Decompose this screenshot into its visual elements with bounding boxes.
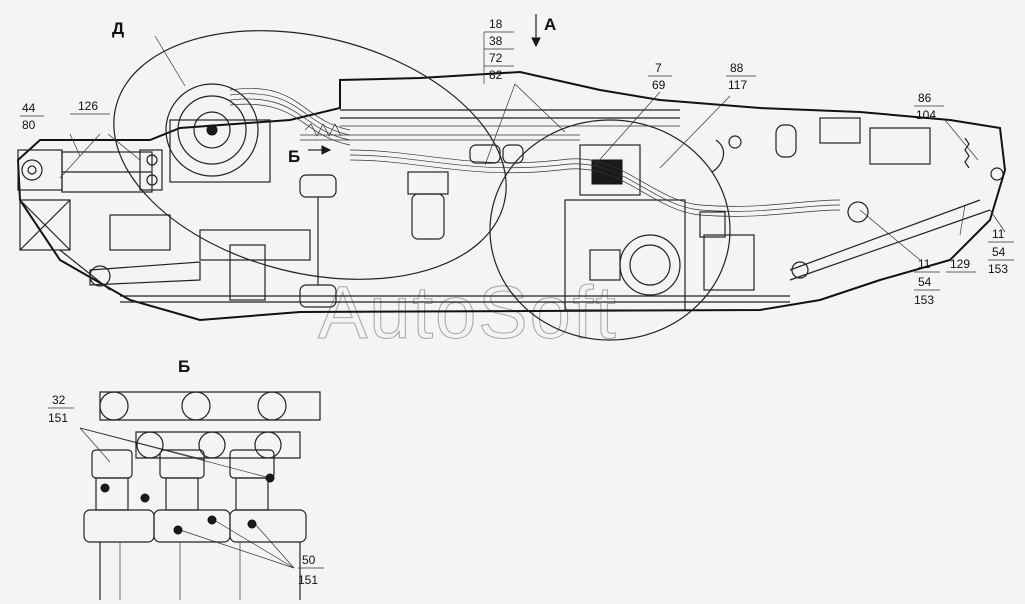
callout-18-38-72-82: 18 38 72 82 <box>483 17 514 84</box>
svg-text:129: 129 <box>950 257 970 271</box>
leader-lines <box>59 35 1006 569</box>
svg-text:80: 80 <box>22 118 36 132</box>
svg-text:18: 18 <box>489 17 503 31</box>
svg-text:7: 7 <box>655 61 662 75</box>
svg-text:44: 44 <box>22 101 36 115</box>
label-detail-b-title: Б <box>178 357 190 376</box>
svg-text:38: 38 <box>489 34 503 48</box>
svg-text:151: 151 <box>48 411 68 425</box>
callout-11-54-153-left: 11 54 153 <box>914 257 940 307</box>
callout-7-69: 7 69 <box>648 61 672 92</box>
detail-d-region <box>113 30 507 280</box>
center-mounts <box>89 174 337 308</box>
svg-text:117: 117 <box>728 78 747 92</box>
svg-text:153: 153 <box>914 293 934 307</box>
svg-text:69: 69 <box>652 78 666 92</box>
callout-88-117: 88 117 <box>726 61 756 92</box>
callout-44-80: 44 80 <box>20 101 44 132</box>
svg-text:54: 54 <box>992 245 1006 259</box>
svg-text:104: 104 <box>916 108 936 122</box>
callout-129: 129 <box>946 257 976 273</box>
callout-50-151: 50 151 <box>298 553 324 587</box>
view-arrows <box>308 14 541 155</box>
detail-b-drawing <box>83 391 321 600</box>
front-hitch <box>17 149 171 291</box>
svg-text:50: 50 <box>302 553 316 567</box>
svg-text:54: 54 <box>918 275 932 289</box>
svg-text:11: 11 <box>992 227 1005 241</box>
callout-86-104: 86 104 <box>914 91 944 122</box>
callout-32-151: 32 151 <box>48 393 74 425</box>
svg-text:11: 11 <box>918 257 931 271</box>
svg-text:151: 151 <box>298 573 318 587</box>
rear-section <box>711 117 1004 281</box>
callout-126: 126 <box>70 99 110 115</box>
svg-text:72: 72 <box>489 51 503 65</box>
svg-text:82: 82 <box>489 68 503 82</box>
callout-11-54-153-right: 11 54 153 <box>988 227 1014 276</box>
frame-outline <box>16 70 1007 322</box>
pipe-runs <box>300 134 841 217</box>
label-detail-d: Д <box>112 19 124 38</box>
svg-text:88: 88 <box>730 61 744 75</box>
svg-text:153: 153 <box>988 262 1008 276</box>
label-view-b-marker: Б <box>288 147 300 166</box>
filter-unit <box>407 144 524 240</box>
svg-text:126: 126 <box>78 99 98 113</box>
svg-text:86: 86 <box>918 91 932 105</box>
svg-text:32: 32 <box>52 393 66 407</box>
label-arrow-a: А <box>544 15 556 34</box>
